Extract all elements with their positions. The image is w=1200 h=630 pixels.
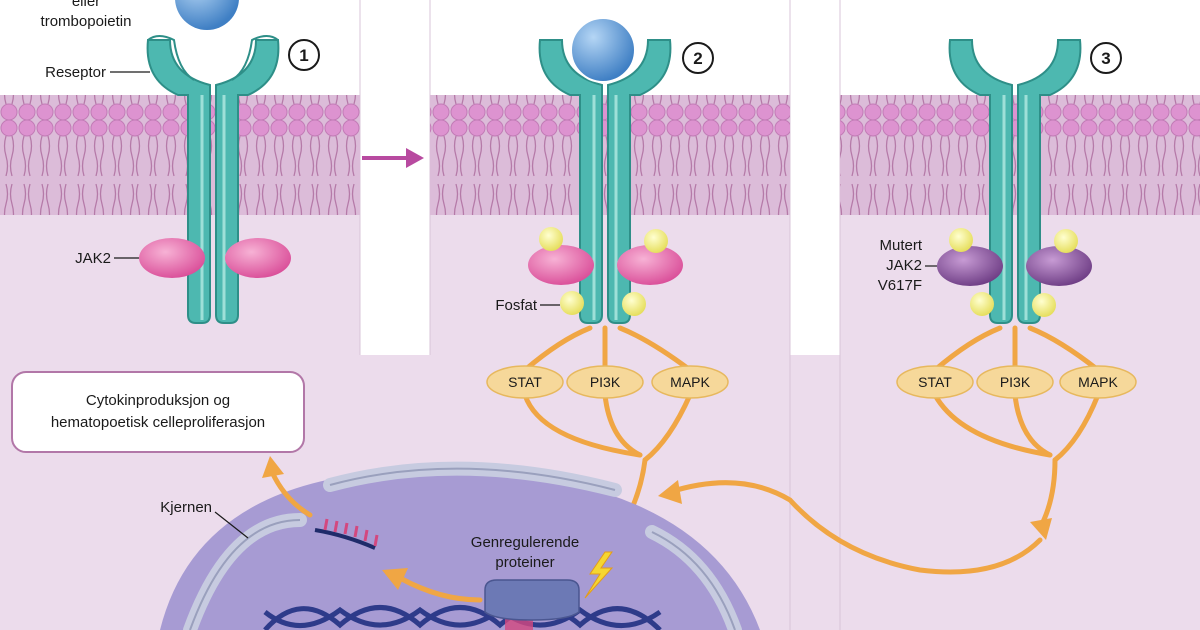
outcome-arrow (269, 469, 313, 518)
step-3-number: 3 (1101, 49, 1110, 68)
ligand-1 (175, 0, 239, 30)
arrowhead (1030, 518, 1052, 540)
nucleus (160, 461, 760, 630)
phosphate (970, 292, 994, 316)
jak2-left-1 (139, 238, 205, 278)
arrowhead (262, 456, 284, 478)
ligand-label-line1: eller (72, 0, 100, 10)
pathway-mapk-label: MAPK (1078, 374, 1118, 390)
ligand-2 (570, 17, 636, 83)
transition-arrow (362, 148, 424, 168)
cell-membrane-1 (0, 95, 360, 215)
jak2-left-2 (528, 245, 594, 285)
mutant-jak2-line1: Mutert (879, 237, 922, 254)
jak2-right-1 (225, 238, 291, 278)
signaling-lines-2 (522, 325, 693, 538)
pathway-pi3k-label: PI3K (590, 374, 621, 390)
pathway-pills-3: STAT PI3K MAPK (896, 365, 1137, 399)
phosphate (644, 229, 668, 253)
transcription-arrow (397, 575, 483, 603)
phosphate (949, 228, 973, 252)
pathway-pi3k-label: PI3K (1000, 374, 1031, 390)
outcome-line2: hematopoetisk celleproliferasjon (51, 414, 265, 431)
nucleus-label: Kjernen (160, 499, 212, 516)
pathway-mapk-label: MAPK (670, 374, 710, 390)
outcome-box (11, 371, 305, 453)
step-badges: 1 2 3 (288, 39, 1122, 74)
receptor-label: Reseptor (45, 64, 106, 81)
phosphate-label: Fosfat (495, 297, 538, 314)
arrowhead (382, 568, 408, 590)
gene-regulating-label-line2: proteiner (495, 554, 554, 571)
phosphate (560, 291, 584, 315)
jak2-right-2 (617, 245, 683, 285)
mutant-jak2-line2: JAK2 (886, 257, 922, 274)
outcome-line1: Cytokinproduksjon og (86, 392, 230, 409)
mutant-signal-arrow (667, 480, 1043, 575)
phosphate (539, 227, 563, 251)
signaling-lines-3 (932, 325, 1101, 531)
pathway-pills-2: STAT PI3K MAPK (486, 365, 729, 399)
receptor-3 (948, 39, 1082, 324)
pathway-stat-label: STAT (918, 374, 952, 390)
gene-regulating-label-line1: Genregulerende (471, 534, 579, 551)
jak2-mutant-left (937, 246, 1003, 286)
leader-lines (110, 71, 937, 539)
ligand-label-line2: trombopoietin (41, 13, 132, 30)
arrowhead (658, 480, 682, 504)
step-2-number: 2 (693, 49, 702, 68)
phosphate (1032, 293, 1056, 317)
phosphate (622, 292, 646, 316)
step-1-number: 1 (299, 46, 308, 65)
jak2-mutant-right (1026, 246, 1092, 286)
mutant-jak2-line3: V617F (878, 277, 922, 294)
pathway-stat-label: STAT (508, 374, 542, 390)
jak2-label: JAK2 (75, 250, 111, 267)
phosphate (1054, 229, 1078, 253)
